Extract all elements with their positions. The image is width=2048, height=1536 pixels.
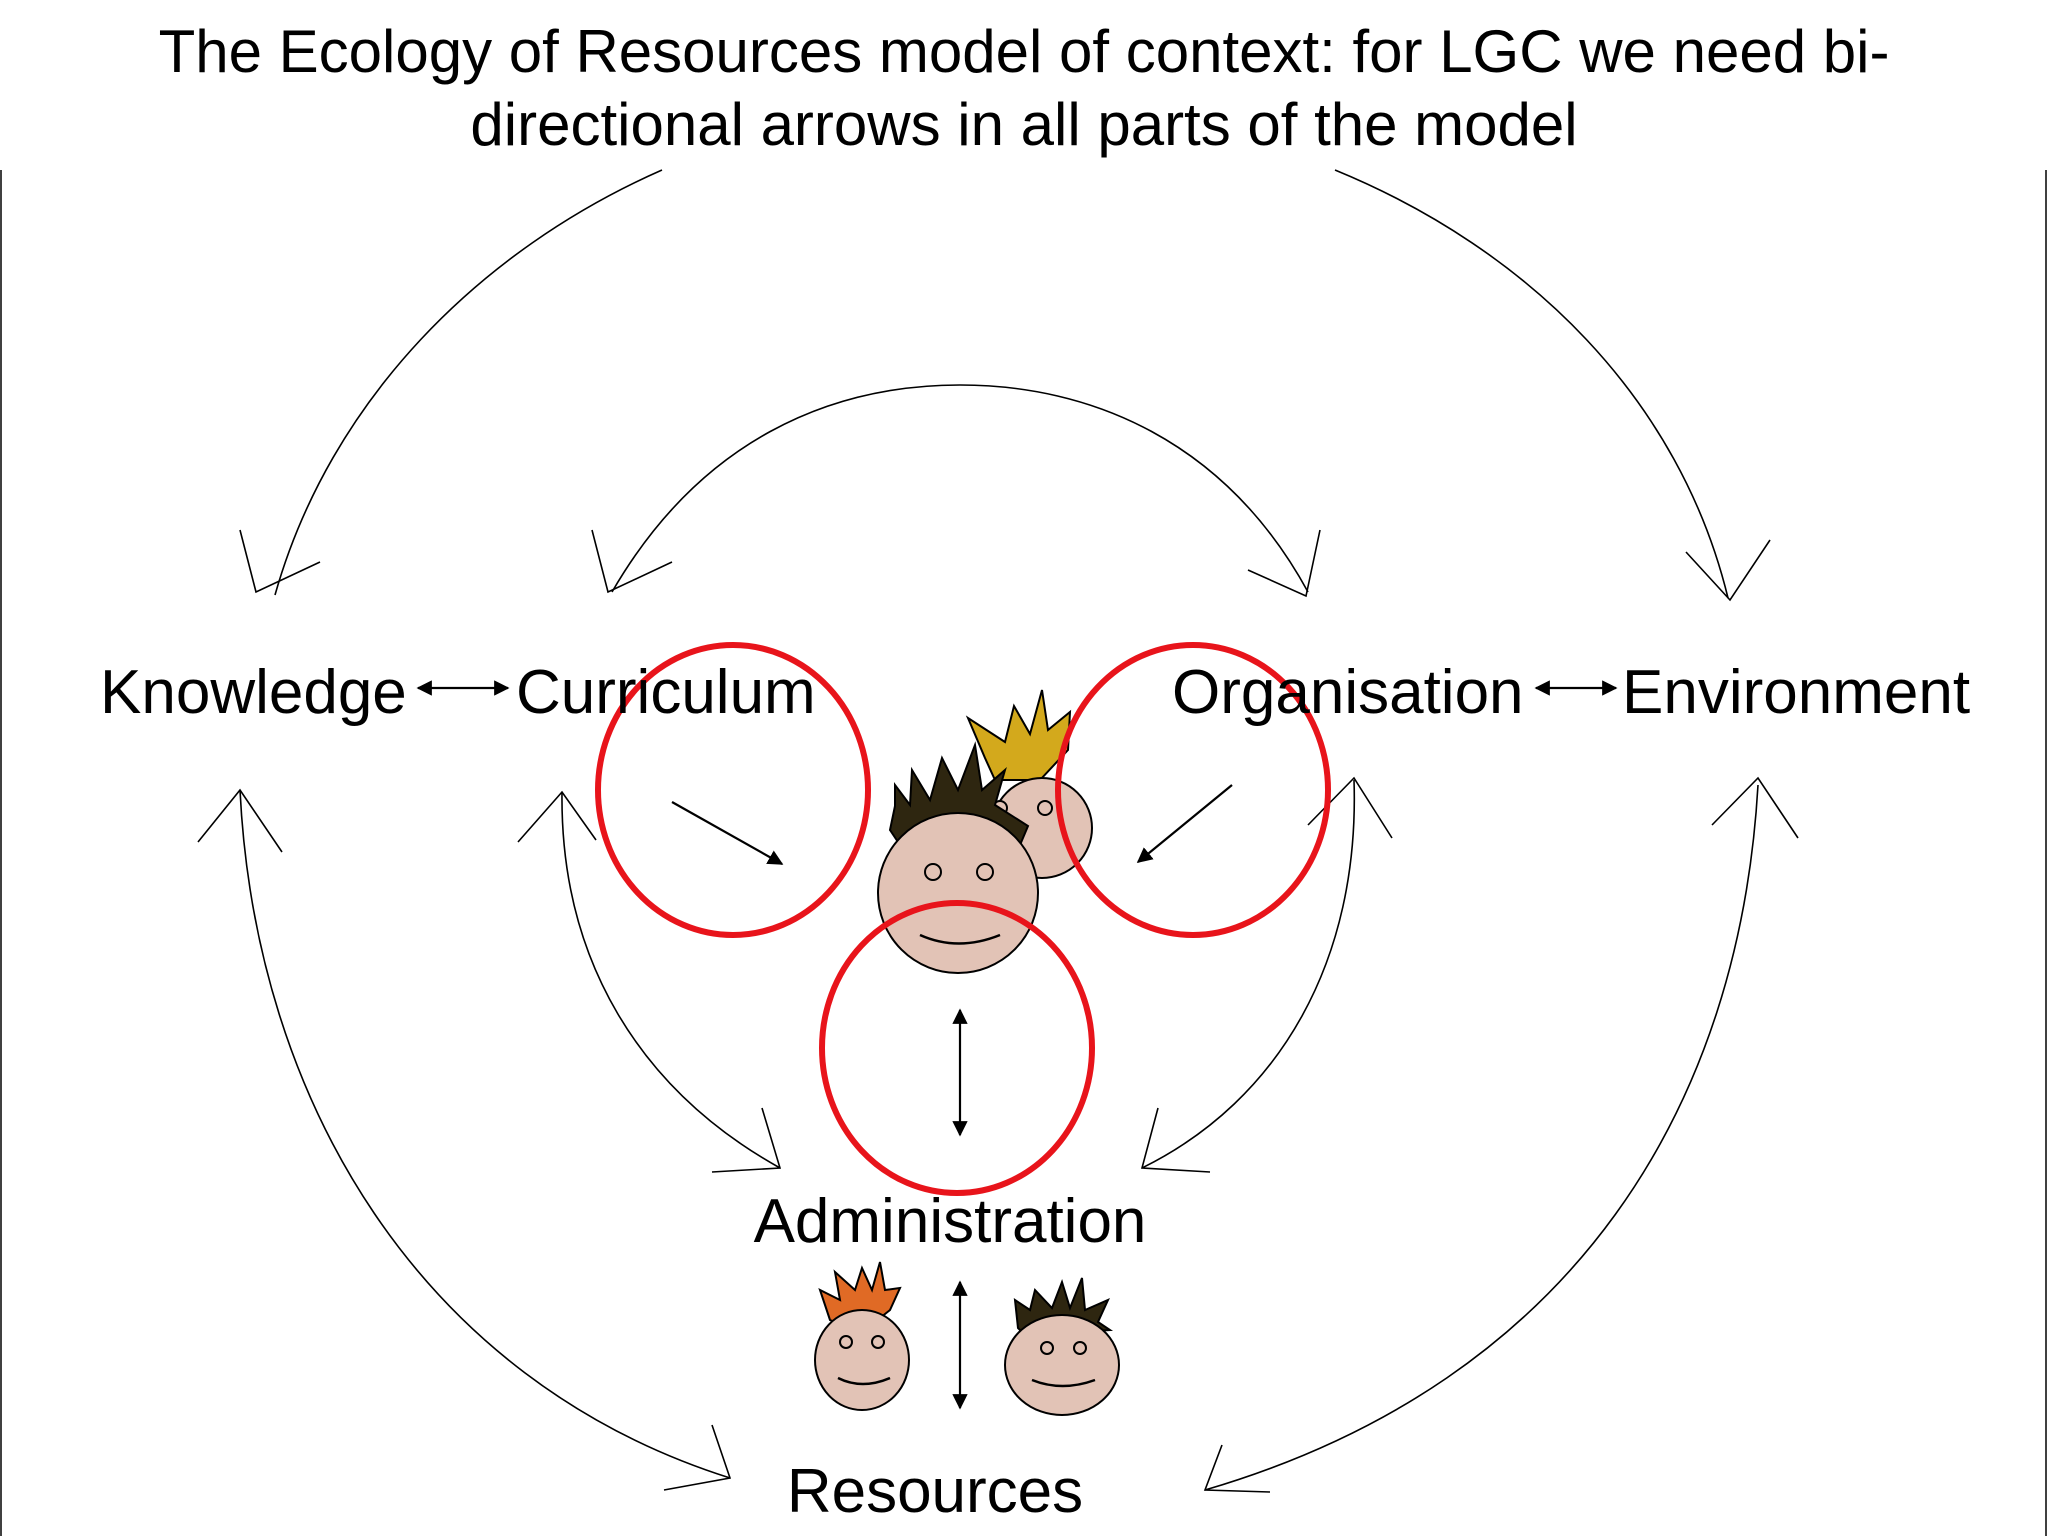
node-knowledge: Knowledge — [100, 658, 407, 727]
node-administration: Administration — [754, 1187, 1147, 1256]
arrow-knowledge-resources — [197, 788, 732, 1491]
node-curriculum: Curriculum — [516, 658, 816, 727]
node-environment: Environment — [1622, 658, 1970, 727]
node-resources: Resources — [787, 1457, 1083, 1526]
arrow-curriculum-administration — [517, 790, 782, 1173]
avatar-dark-center — [877, 741, 1039, 974]
highlight-circle-administration — [819, 900, 1095, 1196]
avatar-dark-bottom — [1004, 1277, 1120, 1416]
arrow-title-to-environment — [1334, 169, 1771, 602]
arrow-title-to-knowledge — [239, 169, 663, 596]
slide-title-line-1: The Ecology of Resources model of contex… — [159, 18, 1890, 85]
slide-title-line-2: directional arrows in all parts of the m… — [470, 91, 1577, 158]
highlight-circle-curriculum — [595, 642, 871, 938]
arrow-curriculum-to-learner — [671, 801, 784, 865]
highlight-circle-organisation — [1055, 642, 1331, 938]
arrow-environment-resources — [1203, 776, 1799, 1493]
arrow-organisation-to-learner — [1136, 784, 1233, 863]
arrow-curriculum-organisation-arc — [591, 384, 1321, 598]
avatar-orange — [814, 1261, 910, 1411]
arrow-organisation-administration — [1140, 776, 1393, 1173]
node-organisation: Organisation — [1172, 658, 1524, 727]
